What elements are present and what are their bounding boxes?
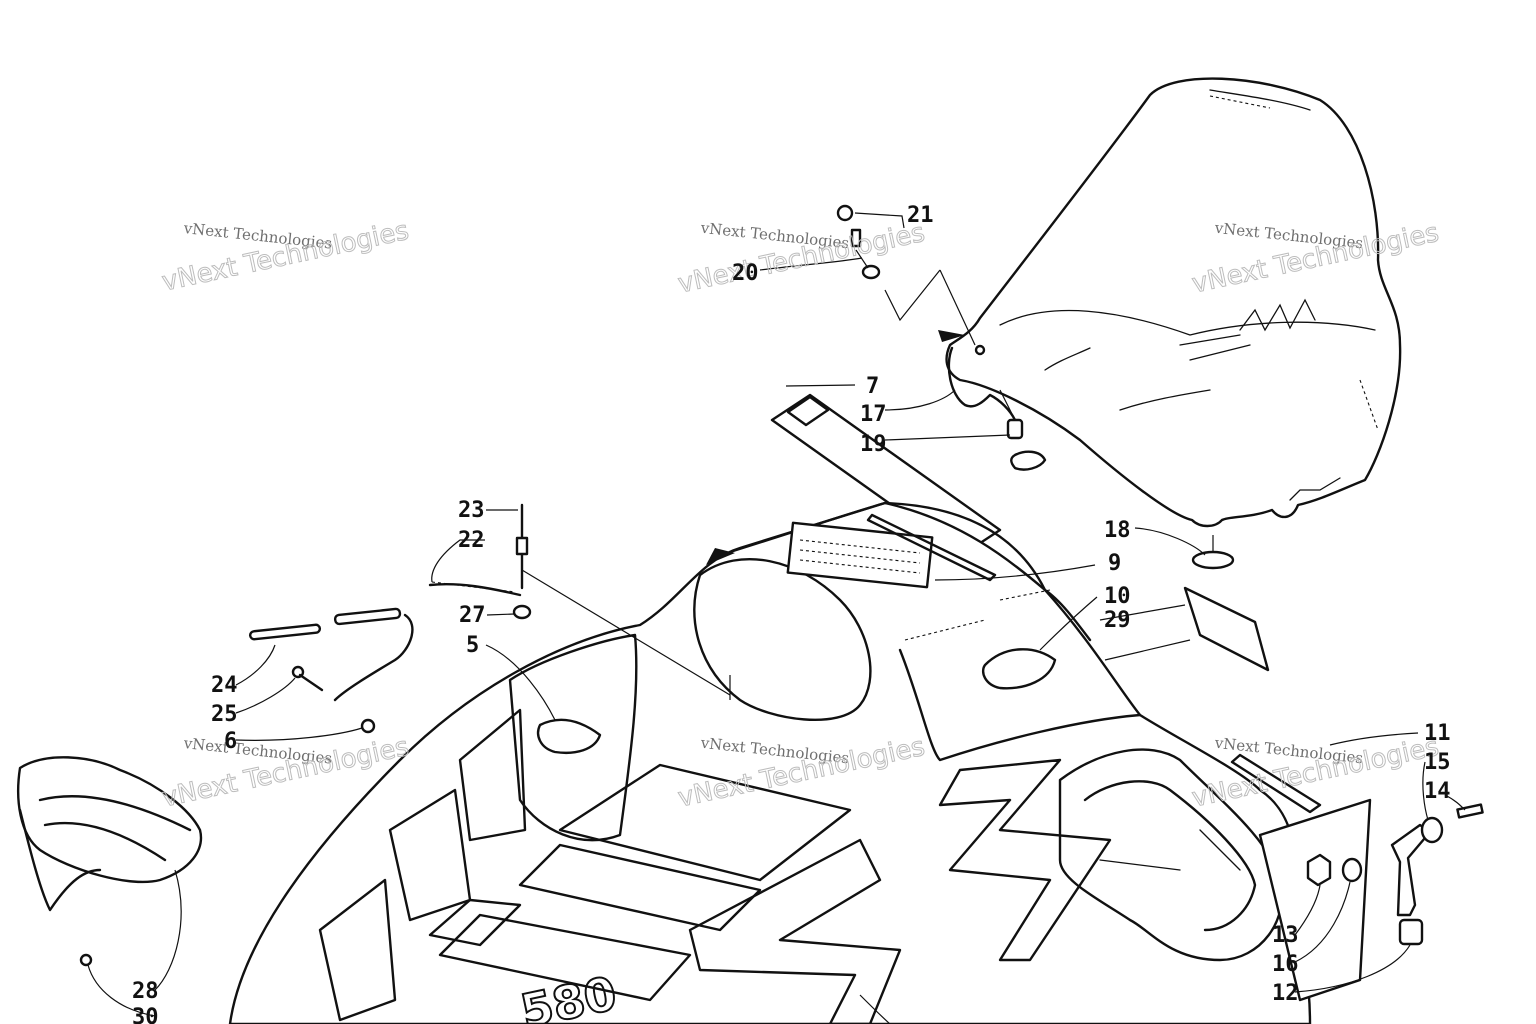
callout-24: 24 [211,673,238,698]
windshield [945,77,1402,528]
callout-17: 17 [860,402,887,427]
windshield-bracket [884,269,1017,422]
callout-15: 15 [1424,750,1451,775]
washer-18 [1191,535,1235,570]
side-panel-11 [1230,753,1372,1002]
callout-30: 30 [132,1005,159,1024]
callout-28: 28 [132,979,159,1004]
callout-16: 16 [1272,952,1299,977]
watermark-2: vNext Technologies vNext Technologies [675,217,928,300]
callout-9: 9 [1108,551,1121,576]
callout-18: 18 [1104,518,1131,543]
callout-11: 11 [1424,721,1451,746]
reinforcement-plate-5 [536,718,602,754]
callout-25: 25 [211,702,238,727]
hood-strap-assembly [248,503,731,734]
side-panel-29 [1104,586,1270,672]
rear-fairing-28 [17,756,203,967]
callout-13: 13 [1272,923,1299,948]
callout-19: 19 [860,432,887,457]
grommet-19 [999,389,1047,471]
callout-5: 5 [466,633,479,658]
hood: 580 [228,501,1312,1024]
leader-lines [87,212,1466,1024]
callout-29: 29 [1104,608,1131,633]
hood-latch-hardware [1306,803,1484,946]
callout-10: 10 [1104,584,1131,609]
reinforcement-plate-10 [981,648,1057,690]
callout-labels: 21 20 7 17 19 18 23 22 9 27 10 29 5 24 2… [132,203,1451,1024]
screw-21-20 [836,204,881,280]
callout-21: 21 [907,203,934,228]
callout-27: 27 [459,603,486,628]
callout-12: 12 [1272,981,1299,1006]
watermark-1: vNext Technologies vNext Technologies [159,215,412,298]
callout-14: 14 [1424,779,1451,804]
callout-22: 22 [458,528,485,553]
callout-6: 6 [224,729,237,754]
callout-23: 23 [458,498,485,523]
callout-20: 20 [732,261,759,286]
callout-7: 7 [866,374,879,399]
